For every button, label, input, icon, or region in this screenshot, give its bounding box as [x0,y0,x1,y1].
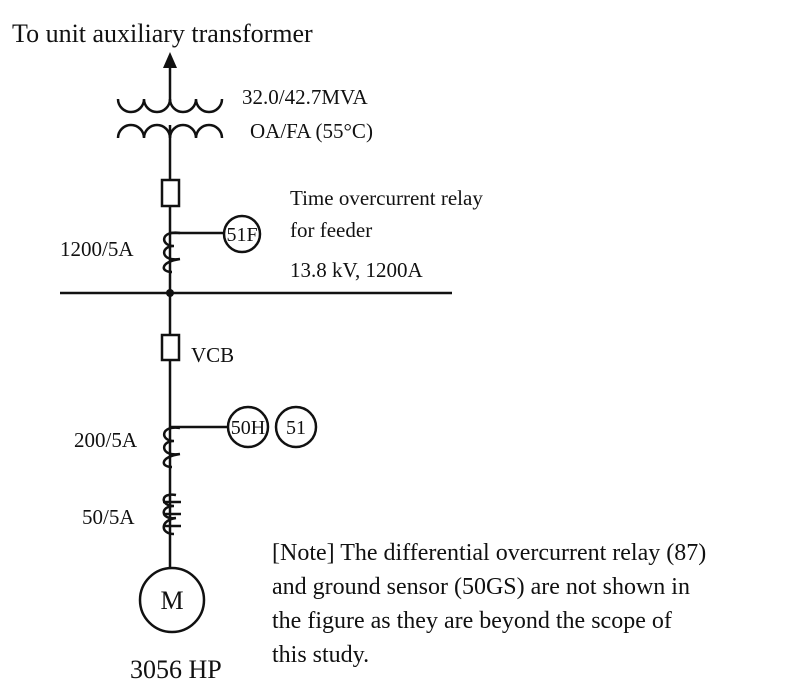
ct-motor-label: 200/5A [74,428,138,452]
relay-50h-symbol [226,405,270,449]
feeder-relay-description-1: Time overcurrent relay [290,186,483,210]
title: To unit auxiliary transformer [12,19,313,48]
relay-51f-label: 51F [226,224,257,246]
note-line-1: [Note] The differential overcurrent rela… [272,540,706,566]
ground-ct-symbol [162,493,181,536]
note-line-3: the figure as they are beyond the scope … [272,608,672,634]
relay-50h-label: 50H [231,417,265,439]
vcb-breaker [160,333,181,362]
motor-symbol [138,566,206,634]
relay-51-symbol [274,405,318,449]
arrow-up-icon [163,52,177,105]
transformer-cooling: OA/FA (55°C) [250,119,373,143]
transformer-rating: 32.0/42.7MVA [242,85,368,109]
bus-rating: 13.8 kV, 1200A [290,258,423,282]
motor-symbol-label: M [160,586,183,615]
ct-ground-label: 50/5A [82,505,135,529]
feeder-relay-description-2: for feeder [290,218,372,242]
feeder-ct-symbol [162,231,181,274]
relay-51-label: 51 [286,417,306,439]
feeder-breaker [160,178,181,208]
relay-51f-symbol [222,214,262,254]
motor-rating: 3056 HP [130,655,222,684]
ct-feeder-label: 1200/5A [60,237,134,261]
vcb-label: VCB [191,343,234,367]
note-line-4: this study. [272,642,369,668]
motor-ct-symbol [162,426,181,469]
note-line-2: and ground sensor (50GS) are not shown i… [272,574,690,600]
